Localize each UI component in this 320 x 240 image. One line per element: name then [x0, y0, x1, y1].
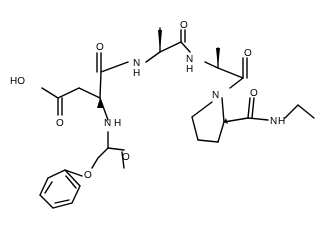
- ala1-carbonyl-oxygen-label: O: [180, 20, 188, 31]
- chemical-structure-diagram: HO O O O N H N H N H O N O O O N H: [10, 20, 315, 209]
- amide-hydrogen-2-label: H: [186, 64, 193, 75]
- hydroxyl-label: HO: [10, 76, 25, 87]
- amide-nitrogen-1-label: N: [133, 58, 140, 69]
- ethylamide-nitrogen-label: N: [270, 116, 277, 127]
- ala2-carbonyl-oxygen-label: O: [244, 48, 252, 59]
- bond-lines: [39, 27, 315, 209]
- atom-labels: HO O O O N H N H N H O N O O O N H: [10, 20, 285, 181]
- carbamate-hydrogen-label: H: [114, 118, 121, 129]
- glu-carbonyl-oxygen-label: O: [96, 42, 104, 53]
- ethylamide-hydrogen-label: H: [278, 116, 285, 127]
- prolinamide-oxygen-label: O: [250, 88, 258, 99]
- amide-hydrogen-1-label: H: [133, 68, 140, 79]
- amide-nitrogen-2-label: N: [186, 54, 193, 65]
- carbamate-nitrogen-label: N: [104, 118, 111, 129]
- acid-oxygen-label: O: [56, 118, 64, 129]
- proline-nitrogen-label: N: [212, 90, 219, 101]
- cbz-ester-oxygen-label: O: [84, 170, 92, 181]
- stereo-wedges: [97, 30, 228, 124]
- cbz-carbonyl-oxygen-label: O: [122, 152, 130, 163]
